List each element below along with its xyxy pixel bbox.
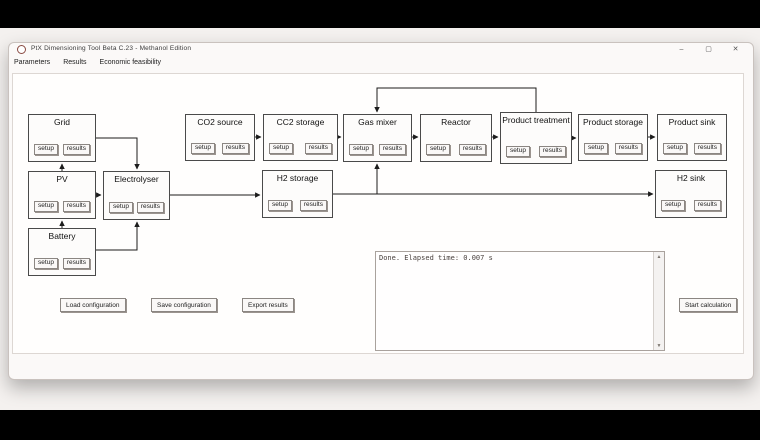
node-title: CO2 source <box>197 117 243 127</box>
log-text: Done. Elapsed time: 0.007 s <box>379 254 493 262</box>
grid-results-button[interactable]: results <box>62 144 90 155</box>
node-battery: Battery setup results <box>28 228 96 276</box>
cc2-storage-setup-button[interactable]: setup <box>269 143 293 154</box>
gas-mixer-setup-button[interactable]: setup <box>349 144 373 155</box>
node-reactor: Reactor setup results <box>420 114 492 162</box>
gas-mixer-results-button[interactable]: results <box>378 144 406 155</box>
h2-storage-results-button[interactable]: results <box>299 200 327 211</box>
h2-sink-results-button[interactable]: results <box>693 200 721 211</box>
start-calculation-button[interactable]: Start calculation <box>679 298 738 312</box>
node-product-treatment: Product treatment setup results <box>500 112 572 164</box>
h2-storage-setup-button[interactable]: setup <box>268 200 292 211</box>
co2-source-results-button[interactable]: results <box>221 143 249 154</box>
h2-sink-setup-button[interactable]: setup <box>661 200 685 211</box>
co2-source-setup-button[interactable]: setup <box>191 143 215 154</box>
reactor-setup-button[interactable]: setup <box>426 144 450 155</box>
save-configuration-button[interactable]: Save configuration <box>151 298 217 312</box>
cc2-storage-results-button[interactable]: results <box>304 143 332 154</box>
product-storage-setup-button[interactable]: setup <box>584 143 608 154</box>
pv-results-button[interactable]: results <box>62 201 90 212</box>
minimize-icon[interactable]: – <box>679 45 684 53</box>
node-h2-sink: H2 sink setup results <box>655 170 727 218</box>
export-results-button[interactable]: Export results <box>242 298 294 312</box>
node-product-sink: Product sink setup results <box>657 114 727 161</box>
node-title: Grid <box>53 117 71 127</box>
node-title: Battery <box>48 231 76 241</box>
product-storage-results-button[interactable]: results <box>614 143 642 154</box>
scroll-up-icon[interactable]: ▲ <box>656 253 662 260</box>
node-title: PV <box>56 174 68 184</box>
node-title: H2 sink <box>676 173 706 183</box>
window-controls: – ▢ ✕ <box>668 42 749 56</box>
load-configuration-button[interactable]: Load configuration <box>60 298 126 312</box>
close-icon[interactable]: ✕ <box>732 46 739 53</box>
node-title: H2 storage <box>276 173 319 183</box>
window-title: PtX Dimensioning Tool Beta C.23 - Methan… <box>31 45 192 52</box>
node-pv: PV setup results <box>28 171 96 219</box>
log-output-area[interactable]: Done. Elapsed time: 0.007 s ▲ ▼ <box>375 251 665 351</box>
node-h2-storage: H2 storage setup results <box>262 170 333 218</box>
log-scrollbar[interactable]: ▲ ▼ <box>653 252 664 350</box>
node-title: Electrolyser <box>114 174 159 184</box>
node-product-storage: Product storage setup results <box>578 114 648 161</box>
scroll-down-icon[interactable]: ▼ <box>656 342 662 349</box>
product-treatment-setup-button[interactable]: setup <box>506 146 530 157</box>
node-gas-mixer: Gas mixer setup results <box>343 114 412 162</box>
node-cc2-storage: CC2 storage setup results <box>263 114 338 161</box>
app-logo-icon <box>17 45 26 54</box>
node-electrolyser: Electrolyser setup results <box>103 171 170 220</box>
pv-setup-button[interactable]: setup <box>34 201 58 212</box>
menu-economic-feasibility[interactable]: Economic feasibility <box>99 59 161 66</box>
electrolyser-setup-button[interactable]: setup <box>109 202 133 213</box>
node-co2-source: CO2 source setup results <box>185 114 255 161</box>
menubar: Parameters Results Economic feasibility <box>12 58 163 67</box>
reactor-results-button[interactable]: results <box>458 144 486 155</box>
letterbox-bottom <box>0 410 760 440</box>
node-title: Product storage <box>582 117 643 127</box>
menu-parameters[interactable]: Parameters <box>14 59 51 66</box>
product-treatment-results-button[interactable]: results <box>538 146 566 157</box>
menu-results[interactable]: Results <box>63 59 87 66</box>
node-title: Product treatment <box>502 115 570 125</box>
battery-results-button[interactable]: results <box>62 258 90 269</box>
node-title: CC2 storage <box>276 117 325 127</box>
maximize-icon[interactable]: ▢ <box>705 46 712 53</box>
node-grid: Grid setup results <box>28 114 96 162</box>
grid-setup-button[interactable]: setup <box>34 144 58 155</box>
node-title: Product sink <box>668 117 716 127</box>
product-sink-results-button[interactable]: results <box>693 143 721 154</box>
product-sink-setup-button[interactable]: setup <box>663 143 687 154</box>
node-title: Reactor <box>441 117 471 127</box>
battery-setup-button[interactable]: setup <box>34 258 58 269</box>
node-title: Gas mixer <box>358 117 397 127</box>
electrolyser-results-button[interactable]: results <box>136 202 164 213</box>
letterbox-top <box>0 0 760 28</box>
